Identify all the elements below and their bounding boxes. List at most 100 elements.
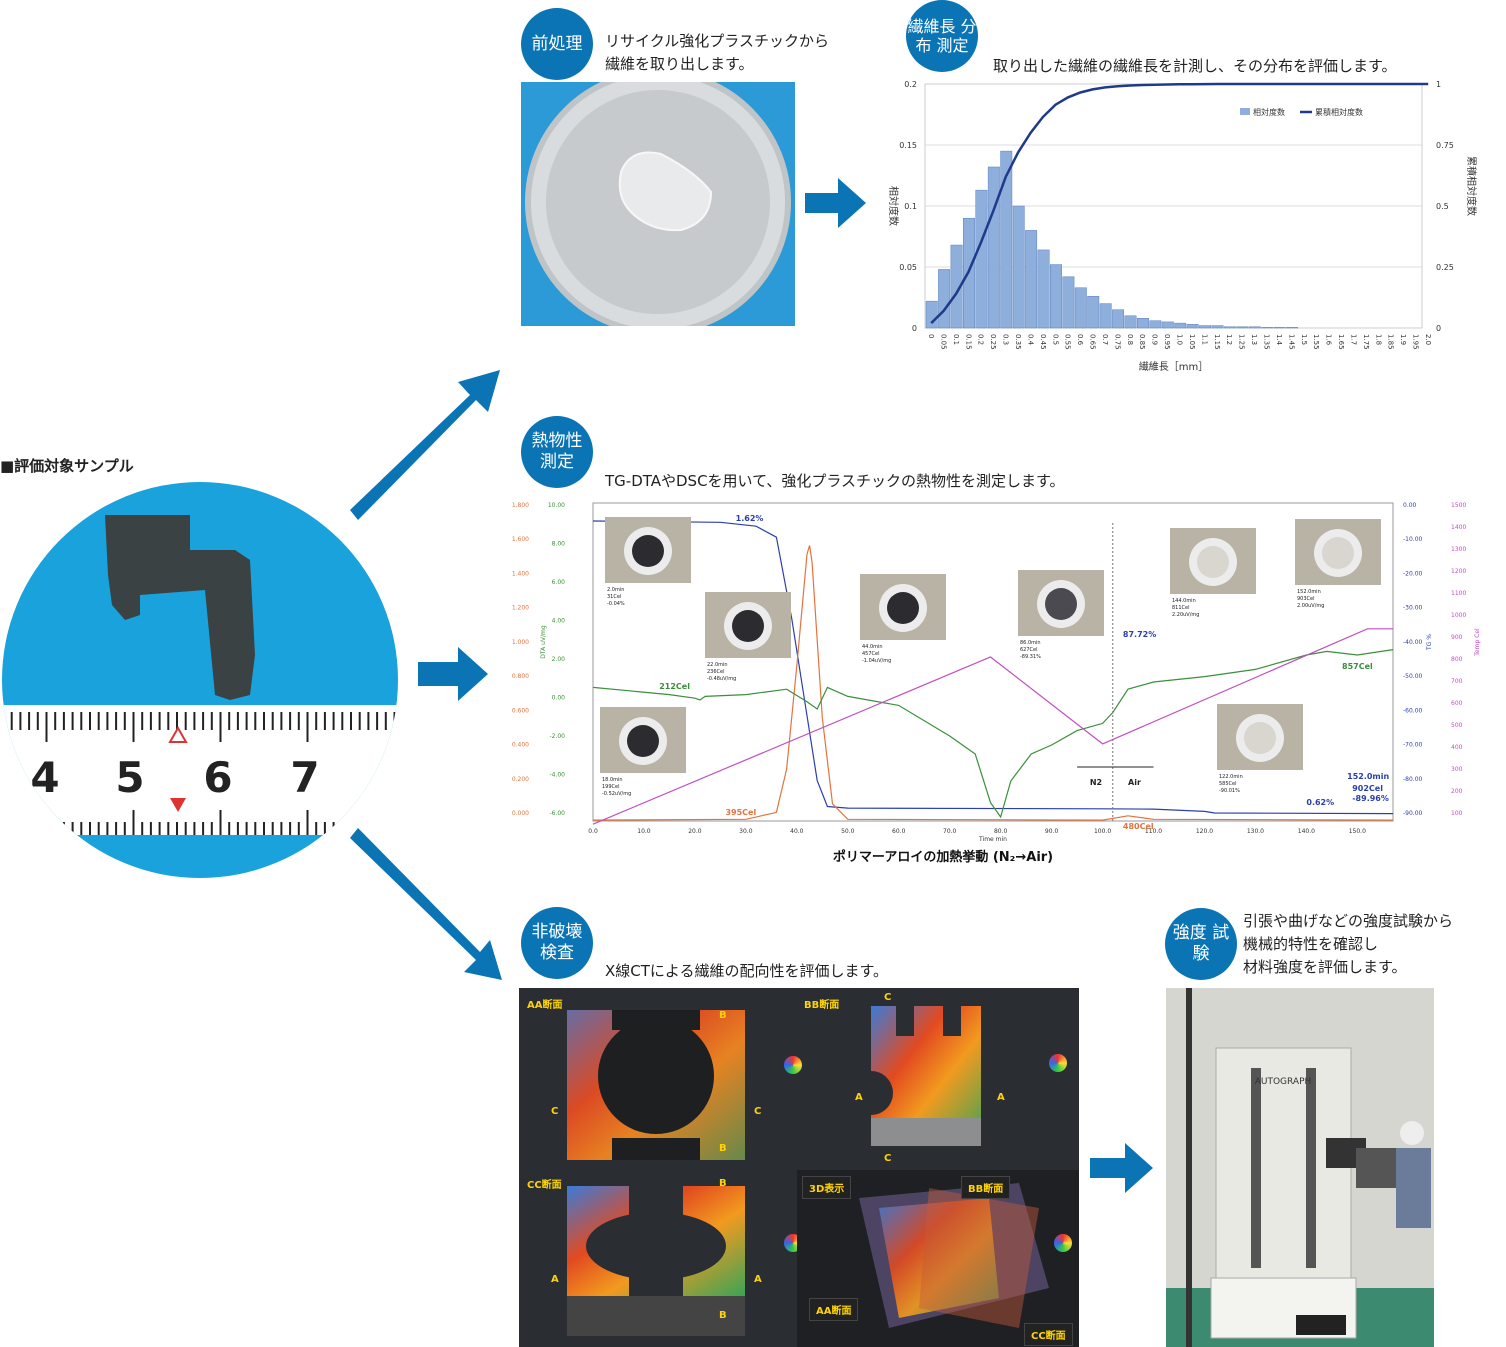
axis-tick-label: 10.00 <box>548 502 565 509</box>
thumbnail-label: 2.0min <box>607 587 624 593</box>
badge-ndt: 非破壊 検査 <box>521 907 593 979</box>
axis-tick-label: 1.000 <box>512 639 529 646</box>
axis-tick-label: 700 <box>1451 678 1463 685</box>
badge-thermal: 熱物性 測定 <box>521 416 593 488</box>
axis-tick-label: 1000 <box>1451 612 1466 619</box>
axis-tick-label: -70.00 <box>1403 742 1423 749</box>
legend-line-label: 累積相対度数 <box>1315 107 1363 117</box>
axis-tick-label: -60.00 <box>1403 707 1423 714</box>
crucible-content <box>887 592 919 624</box>
ct-letter: B <box>719 1178 727 1189</box>
histogram-bar <box>1087 296 1100 329</box>
ct-letter: C <box>551 1106 559 1117</box>
ruler-6: 6 <box>203 753 232 802</box>
x-tick-label: 0.35 <box>1014 334 1022 350</box>
axis-tick-label: 2.00 <box>552 656 566 663</box>
thumbnail-label: 152.0min <box>1297 589 1321 595</box>
histogram-bar <box>1050 264 1062 329</box>
ct-bb-label: BB断面 <box>804 1000 840 1011</box>
histogram-bar <box>975 189 988 329</box>
x-tick-label: 0.0 <box>588 828 598 835</box>
x-tick-label: 90.0 <box>1045 828 1059 835</box>
thumbnail-label: -0.48uV/mg <box>707 676 736 682</box>
ct-aa-label: AA断面 <box>527 1000 563 1011</box>
y-tick-label: 0 <box>912 324 917 333</box>
axis-tick-label: 1300 <box>1451 546 1466 553</box>
histogram-bar <box>1074 287 1087 329</box>
ct-letter: A <box>754 1274 762 1285</box>
axis-tick-label: 500 <box>1451 722 1463 729</box>
thumbnail-label: 903Cel <box>1297 596 1315 602</box>
x-tick-label: 0.75 <box>1113 334 1121 350</box>
x-tick-label: 0.2 <box>977 334 985 345</box>
x-tick-label: 1.45 <box>1287 334 1295 350</box>
histogram-bar <box>1099 303 1112 329</box>
chart-annotation: 212Cel <box>659 682 690 691</box>
x-tick-label: 1.55 <box>1312 334 1320 350</box>
x-tick-label: 0.15 <box>964 334 972 350</box>
histogram-bar <box>1161 321 1174 329</box>
badge-strength: 強度 試験 <box>1165 908 1237 980</box>
axis-tick-label: 1.800 <box>512 502 529 509</box>
chart-annotation: 87.72% <box>1123 630 1156 639</box>
ct-letter: B <box>719 1310 727 1321</box>
thumbnail-label: 457Cel <box>862 651 880 657</box>
axis-tick-label: -40.00 <box>1403 639 1423 646</box>
histogram-bar <box>1112 309 1125 329</box>
axis-tick-label: 4.00 <box>552 618 566 625</box>
axis-tick-label: -2.00 <box>549 733 565 740</box>
cumulative-line <box>930 82 1429 324</box>
chart-annotation: 857Cel <box>1342 662 1373 671</box>
histogram-bar <box>1286 327 1299 329</box>
histogram-bar <box>1174 322 1187 329</box>
y2-tick-label: 1 <box>1436 80 1441 89</box>
x-tick-label: 0.3 <box>1002 334 1010 345</box>
ruler-4: 4 <box>30 753 59 802</box>
arrow-right-icon <box>418 647 488 701</box>
axis-tick-label: -6.00 <box>549 810 565 817</box>
series-line-dta <box>592 649 1394 819</box>
chart-annotation: 0.62% <box>1306 798 1334 807</box>
crucible-content <box>1045 588 1077 620</box>
axis-tick-label: 8.00 <box>552 541 566 548</box>
histogram-bar <box>1186 324 1199 329</box>
axis-tick-label: -50.00 <box>1403 673 1423 680</box>
ndt-desc: X線CTによる繊維の配向性を評価します。 <box>605 962 888 980</box>
histogram-bar <box>1223 326 1236 329</box>
axis-tick-label: -80.00 <box>1403 776 1423 783</box>
thumbnail-label: -89.31% <box>1020 654 1041 660</box>
ct-aa-view <box>567 1010 745 1160</box>
axis-tick-label: 6.00 <box>552 579 566 586</box>
axis-tick-label: -20.00 <box>1403 570 1423 577</box>
histogram-bar <box>1199 325 1212 329</box>
x-tick-label: 0.85 <box>1138 334 1146 350</box>
series-line-temp <box>592 628 1393 825</box>
arrow-down-icon <box>170 798 186 812</box>
chart-annotation: 902Cel <box>1352 784 1383 793</box>
thermal-desc: TG-DTAやDSCを用いて、強化プラスチックの熱物性を測定します。 <box>605 472 1065 490</box>
histogram-bar <box>1248 326 1261 329</box>
chart-annotation: 480Cel <box>1123 822 1154 831</box>
x-tick-label: 80.0 <box>994 828 1008 835</box>
x-tick-label: 40.0 <box>790 828 804 835</box>
ct-3d-label: 3D表示 <box>802 1176 852 1199</box>
ct-tag-cc: CC断面 <box>1024 1323 1073 1346</box>
histogram-bar <box>1236 326 1249 329</box>
x-tick-label: 130.0 <box>1247 828 1264 835</box>
badge-pretreatment: 前処理 <box>521 8 593 80</box>
axis-label: DTA uV/mg <box>540 625 547 659</box>
axis-tick-label: -90.00 <box>1403 810 1423 817</box>
y2-tick-label: 0.5 <box>1436 202 1449 211</box>
crucible-content <box>627 725 659 757</box>
sample-photo: 4 5 6 7 <box>0 480 400 880</box>
x-tick-label: 1.9 <box>1399 334 1407 345</box>
x-tick-label: 1.0 <box>1176 334 1184 345</box>
ct-letter: C <box>884 1153 892 1164</box>
x-tick-label: 0.4 <box>1026 334 1034 346</box>
x-tick-label: 1.15 <box>1213 334 1221 350</box>
histogram-bar <box>1261 327 1274 329</box>
x-tick-label: 0.1 <box>952 334 960 345</box>
axis-tick-label: 800 <box>1451 656 1463 663</box>
